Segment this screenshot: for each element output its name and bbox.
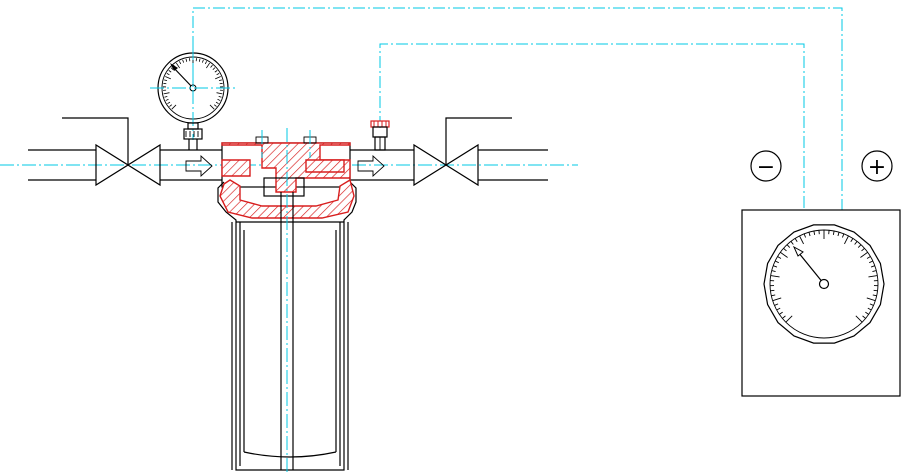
gauge-tick (867, 307, 872, 311)
gate-valve-icon (413, 117, 512, 187)
gauge-tick (204, 61, 207, 65)
gauge-tick (861, 247, 865, 252)
gauge-tick (169, 104, 173, 107)
gauge-tick (170, 67, 174, 70)
signal-line-downstream (379, 43, 805, 210)
gauge-tick (790, 241, 794, 245)
gauge-tick (785, 315, 793, 323)
gauge-tick (198, 58, 201, 62)
gauge-tick (862, 315, 866, 319)
gauge-tick (210, 64, 213, 68)
gauge-tick (869, 260, 874, 264)
gauge-tick (813, 230, 816, 235)
gauge-tick (803, 233, 807, 238)
gauge-tick (865, 311, 869, 315)
gauge-tick (857, 244, 862, 248)
gauge-tick (777, 256, 782, 259)
gauge-tick (163, 92, 170, 95)
gauge-tick (832, 230, 835, 235)
gauge-tick (774, 260, 779, 264)
gauge-tick (218, 95, 222, 98)
filter-head-section (221, 130, 351, 197)
gauge-tick (808, 232, 811, 237)
gauge-tick (164, 95, 168, 98)
gauge-tick (794, 238, 798, 243)
gauge-tick (850, 238, 854, 243)
gauge-tick (179, 61, 182, 65)
gauge-tick (218, 79, 222, 82)
gauge-tick (215, 76, 221, 80)
gauge-tick (854, 241, 858, 245)
gauge-tick (799, 235, 804, 245)
outlet-fitting-icon (370, 120, 390, 151)
gauge-tick (770, 289, 775, 292)
meter-rim (763, 224, 885, 344)
gauge-tick (165, 98, 169, 101)
gauge-tick (166, 72, 170, 76)
gauge-tick (771, 270, 776, 273)
gauge-tick (771, 294, 776, 297)
gauge-tick (216, 72, 220, 76)
gauge-tick (776, 307, 781, 311)
gauge-tick (205, 62, 211, 69)
gauge-tick (770, 275, 780, 278)
gauge-tick (217, 98, 221, 101)
filter-housing-icon (217, 128, 357, 472)
gauge-tick (855, 315, 863, 323)
flow-arrow-icon (357, 154, 385, 178)
negative-terminal: − (750, 150, 782, 182)
gauge-tick (212, 67, 216, 70)
gauge-tick (873, 289, 878, 292)
flow-arrow-icon (185, 154, 213, 178)
gauge-tick (866, 256, 871, 259)
gauge-tick (780, 251, 788, 258)
gauge-tick (841, 233, 845, 238)
gauge-tick (783, 247, 787, 252)
gauge-tick (779, 311, 783, 315)
gauge-tick (171, 104, 177, 110)
gauge-tick (870, 265, 875, 268)
gauge-tick (837, 232, 840, 237)
pressure-gauge-icon (150, 46, 236, 150)
gauge-tick (869, 303, 874, 306)
gauge-tick (201, 59, 204, 63)
gauge-tick (774, 303, 779, 306)
gauge-tick (168, 70, 172, 73)
negative-terminal-symbol: − (757, 155, 775, 180)
positive-terminal: + (861, 150, 893, 182)
gauge-tick (872, 294, 877, 297)
gauge-tick (860, 251, 868, 258)
pressure-meter-icon (741, 209, 901, 397)
gauge-tick (772, 297, 782, 302)
gauge-tick (215, 101, 219, 105)
gauge-tick (868, 275, 878, 278)
gauge-tick (844, 235, 849, 245)
gauge-tick (167, 101, 171, 105)
gauge-tick (786, 244, 791, 248)
gauge-tick (213, 104, 217, 107)
inlet-pipe (28, 149, 222, 181)
gauge-tick (216, 92, 223, 95)
gauge-tick (866, 297, 876, 302)
gauge-tick (165, 76, 171, 80)
gauge-tick (872, 270, 877, 273)
gauge-tick (209, 104, 215, 110)
gauge-tick (164, 79, 168, 82)
gauge-tick (182, 59, 185, 63)
gauge-tick (185, 58, 188, 62)
gauge-tick (175, 62, 181, 69)
gauge-tick (773, 265, 778, 268)
positive-terminal-symbol: + (868, 155, 886, 180)
gate-valve-icon (62, 117, 161, 187)
gauge-tick (782, 315, 786, 319)
gauge-tick (214, 70, 218, 73)
